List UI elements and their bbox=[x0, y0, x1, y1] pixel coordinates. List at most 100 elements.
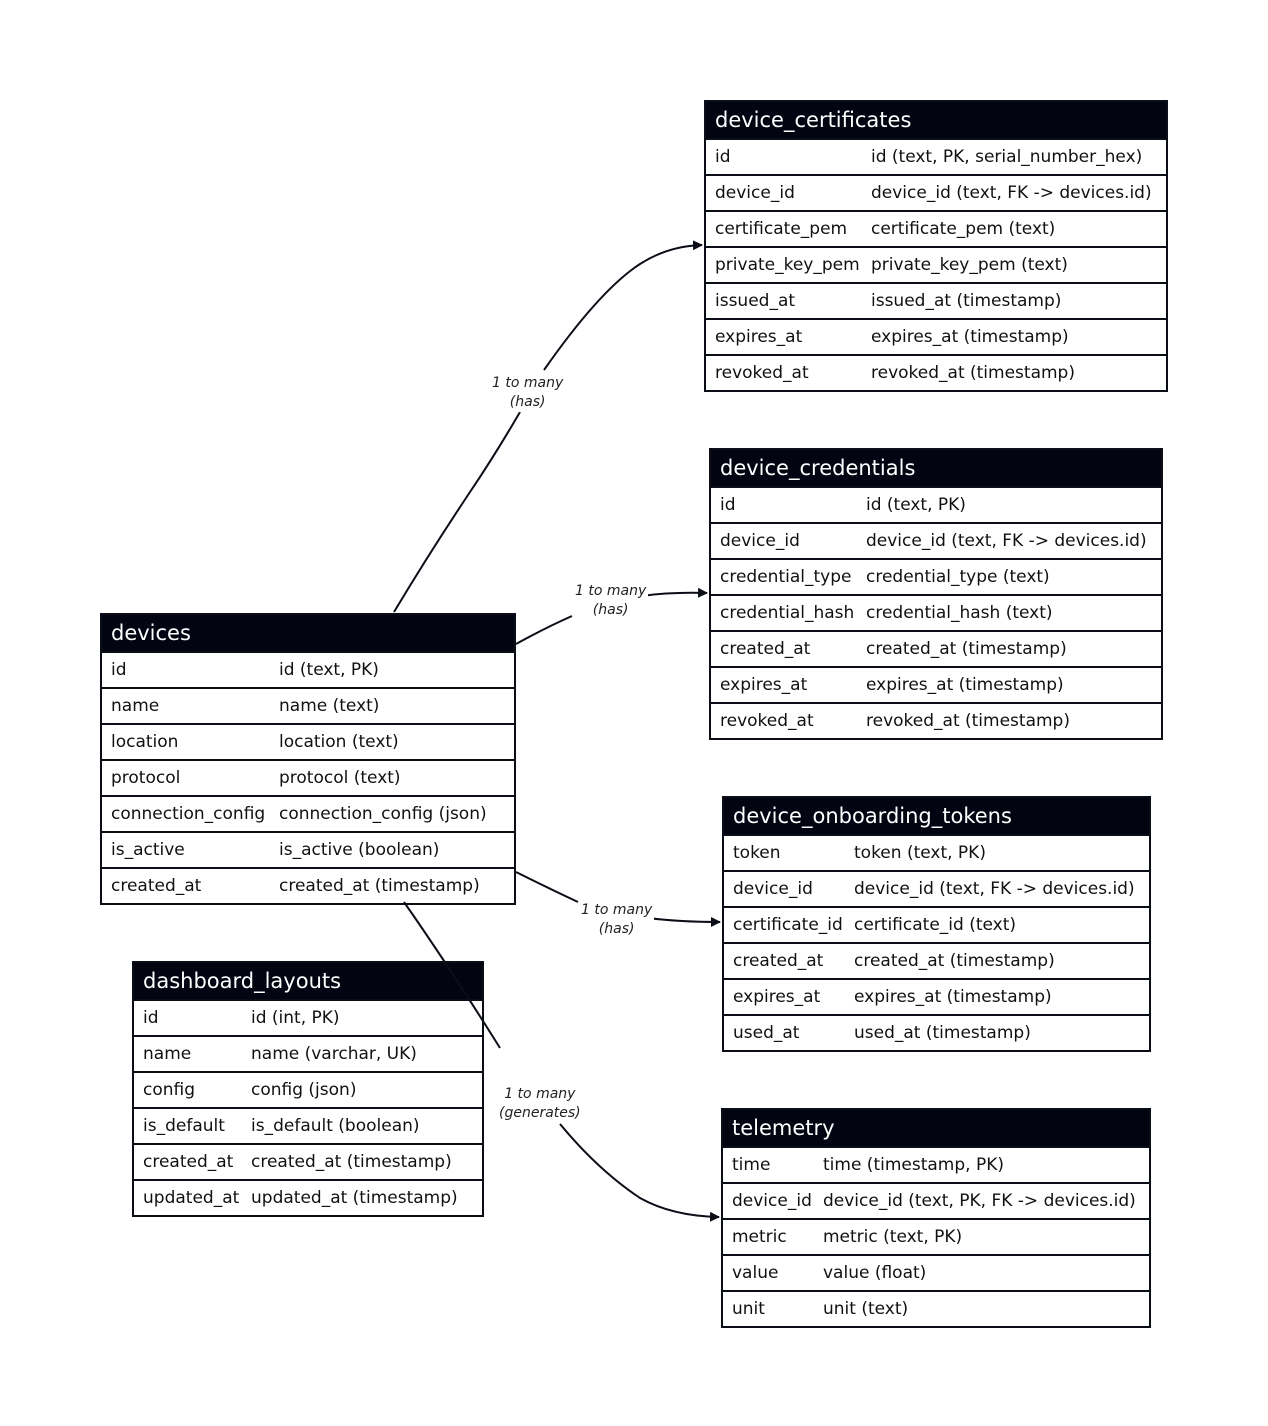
cardinality-label: 1 to many bbox=[492, 375, 564, 391]
column-type: certificate_pem (text) bbox=[871, 219, 1056, 239]
table-title: device_onboarding_tokens bbox=[724, 798, 1149, 834]
table-row[interactable]: expires_at expires_at (timestamp) bbox=[724, 978, 1149, 1014]
column-name: credential_type bbox=[720, 567, 852, 587]
column-name: protocol bbox=[111, 768, 181, 788]
column-name: metric bbox=[732, 1227, 787, 1247]
column-type: expires_at (timestamp) bbox=[854, 987, 1052, 1007]
table-row[interactable]: revoked_at revoked_at (timestamp) bbox=[711, 702, 1161, 738]
column-type: credential_hash (text) bbox=[866, 603, 1053, 623]
column-type: certificate_id (text) bbox=[854, 915, 1017, 935]
column-type: id (text, PK) bbox=[279, 660, 379, 680]
table-title: device_credentials bbox=[711, 450, 1161, 486]
column-name: unit bbox=[732, 1299, 765, 1319]
column-type: created_at (timestamp) bbox=[866, 639, 1067, 659]
verb-label: (has) bbox=[509, 394, 546, 410]
column-type: protocol (text) bbox=[279, 768, 401, 788]
table-title: devices bbox=[102, 615, 514, 651]
column-name: id bbox=[720, 495, 736, 515]
table-title: device_certificates bbox=[706, 102, 1166, 138]
column-type: is_default (boolean) bbox=[251, 1116, 420, 1136]
table-row[interactable]: time time (timestamp, PK) bbox=[723, 1146, 1149, 1182]
edge-devices-certificates bbox=[393, 245, 702, 613]
table-row[interactable]: certificate_pem certificate_pem (text) bbox=[706, 210, 1166, 246]
column-type: name (varchar, UK) bbox=[251, 1044, 417, 1064]
column-name: id bbox=[111, 660, 127, 680]
edge-label-onboarding: 1 to many (has) bbox=[579, 901, 655, 939]
column-type: connection_config (json) bbox=[279, 804, 487, 824]
column-name: revoked_at bbox=[720, 711, 814, 731]
table-row[interactable]: id id (text, PK) bbox=[102, 651, 514, 687]
column-name: expires_at bbox=[715, 327, 803, 347]
column-name: time bbox=[732, 1155, 771, 1175]
table-row[interactable]: metric metric (text, PK) bbox=[723, 1218, 1149, 1254]
column-type: expires_at (timestamp) bbox=[871, 327, 1069, 347]
column-name: revoked_at bbox=[715, 363, 809, 383]
table-row[interactable]: token token (text, PK) bbox=[724, 834, 1149, 870]
column-type: device_id (text, PK, FK -> devices.id) bbox=[823, 1191, 1136, 1211]
verb-label: (has) bbox=[592, 602, 629, 618]
cardinality-label: 1 to many bbox=[581, 902, 653, 918]
column-name: token bbox=[733, 843, 781, 863]
table-title: dashboard_layouts bbox=[134, 963, 482, 999]
edge-label-certificates: 1 to many (has) bbox=[490, 374, 566, 412]
column-type: config (json) bbox=[251, 1080, 357, 1100]
table-row[interactable]: expires_at expires_at (timestamp) bbox=[711, 666, 1161, 702]
column-type: credential_type (text) bbox=[866, 567, 1050, 587]
column-name: certificate_id bbox=[733, 915, 843, 935]
column-type: created_at (timestamp) bbox=[279, 876, 480, 896]
column-type: expires_at (timestamp) bbox=[866, 675, 1064, 695]
column-type: is_active (boolean) bbox=[279, 840, 440, 860]
column-type: device_id (text, FK -> devices.id) bbox=[866, 531, 1147, 551]
column-name: expires_at bbox=[720, 675, 808, 695]
column-name: location bbox=[111, 732, 179, 752]
table-row[interactable]: credential_type credential_type (text) bbox=[711, 558, 1161, 594]
table-row[interactable]: expires_at expires_at (timestamp) bbox=[706, 318, 1166, 354]
column-type: token (text, PK) bbox=[854, 843, 986, 863]
table-device-onboarding-tokens[interactable]: device_onboarding_tokens token token (tex… bbox=[722, 796, 1151, 1052]
table-row[interactable]: protocol protocol (text) bbox=[102, 759, 514, 795]
column-name: id bbox=[715, 147, 731, 167]
column-type: metric (text, PK) bbox=[823, 1227, 963, 1247]
table-row[interactable]: certificate_id certificate_id (text) bbox=[724, 906, 1149, 942]
edge-label-credentials: 1 to many (has) bbox=[573, 582, 649, 620]
column-type: id (int, PK) bbox=[251, 1008, 340, 1028]
verb-label: (generates) bbox=[499, 1105, 581, 1121]
cardinality-label: 1 to many bbox=[504, 1086, 576, 1102]
column-name: name bbox=[111, 696, 160, 716]
column-type: time (timestamp, PK) bbox=[823, 1155, 1004, 1175]
column-type: revoked_at (timestamp) bbox=[866, 711, 1070, 731]
column-name: expires_at bbox=[733, 987, 821, 1007]
column-name: certificate_pem bbox=[715, 219, 848, 239]
